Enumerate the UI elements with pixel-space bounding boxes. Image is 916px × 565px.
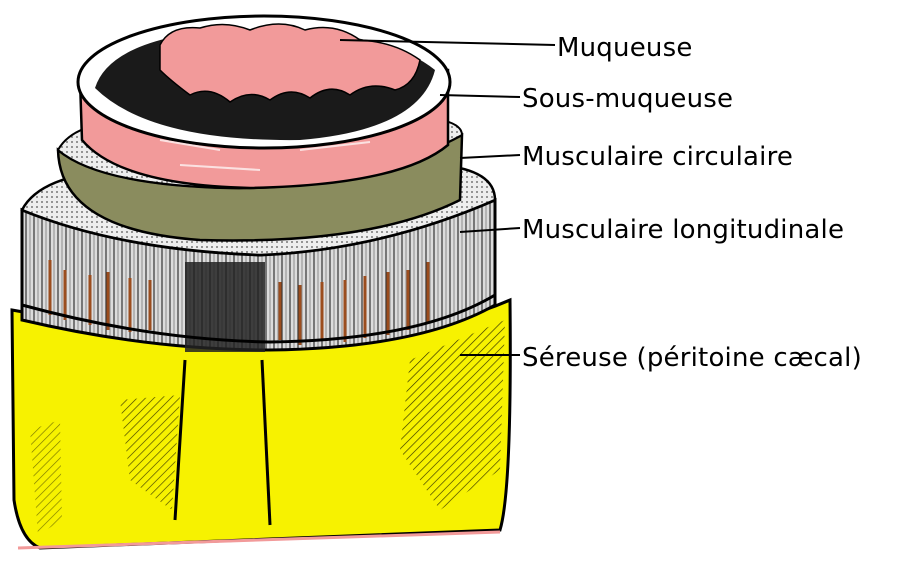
leader-sous-muqueuse [440, 95, 520, 97]
label-sous-muqueuse: Sous-muqueuse [522, 84, 733, 114]
label-musculaire-longitudinale: Musculaire longitudinale [522, 215, 844, 245]
label-sereuse: Séreuse (péritoine cæcal) [522, 343, 862, 373]
leader-musculaire-circulaire [460, 155, 520, 158]
label-musculaire-circulaire: Musculaire circulaire [522, 142, 793, 172]
labels: Muqueuse Sous-muqueuse Musculaire circul… [522, 33, 862, 373]
label-muqueuse: Muqueuse [557, 33, 693, 63]
